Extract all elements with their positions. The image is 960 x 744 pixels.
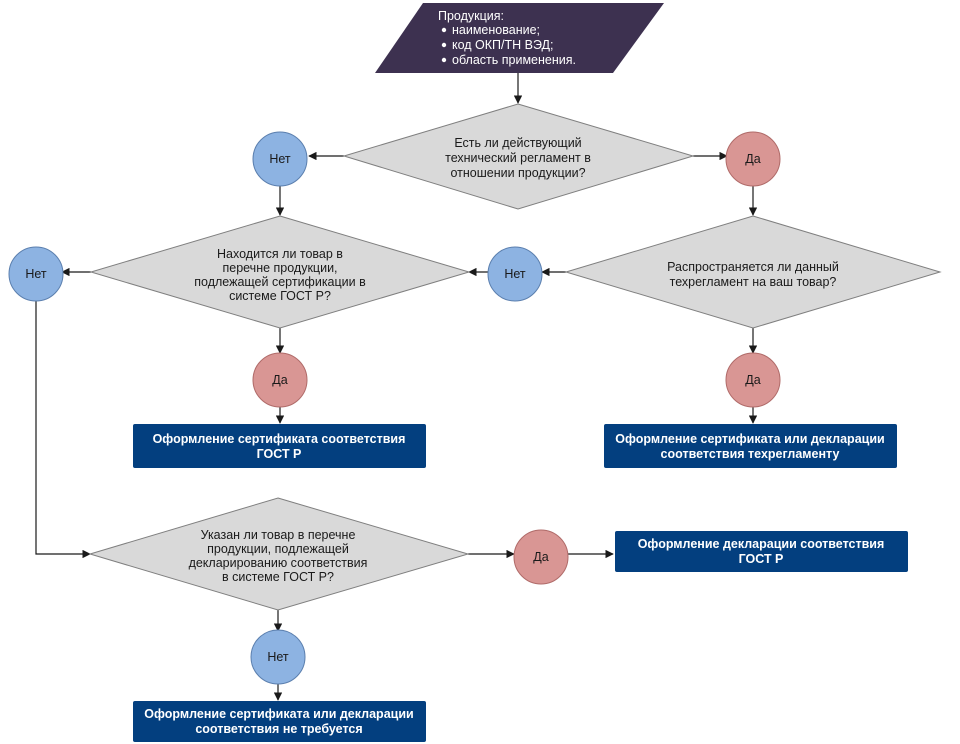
decision-line: технический регламент в <box>445 151 591 165</box>
outcome-box <box>133 701 426 742</box>
outcome-line: соответствия не требуется <box>195 722 362 736</box>
answer-circle <box>252 131 308 187</box>
answer-no-1: Нет <box>252 131 308 187</box>
decision-line: отношении продукции? <box>450 166 585 180</box>
decision-diamond <box>564 215 942 329</box>
start-list: наименование; код ОКП/ТН ВЭД; область пр… <box>441 23 576 67</box>
answer-label: Нет <box>269 152 291 166</box>
answer-no-4: Нет <box>250 629 306 685</box>
answer-label: Нет <box>504 267 526 281</box>
answer-circle <box>487 246 543 302</box>
answer-circle <box>725 131 781 187</box>
outcome-gost-certificate: Оформление сертификата соответствия ГОСТ… <box>133 424 426 468</box>
decision-line: подлежащей сертификации в <box>194 275 366 289</box>
decision-diamond <box>342 103 695 210</box>
outcome-line: ГОСТ Р <box>739 552 784 566</box>
answer-circle <box>250 629 306 685</box>
answer-label: Нет <box>25 267 47 281</box>
decision-regulation-exists: Есть ли действующий технический регламен… <box>342 103 695 210</box>
answer-circle <box>513 529 569 585</box>
start-item: код ОКП/ТН ВЭД; <box>452 38 554 52</box>
outcome-line: Оформление декларации соответствия <box>638 537 885 551</box>
answer-label: Да <box>745 152 760 166</box>
bullet-icon <box>441 57 447 63</box>
decision-line: Находится ли товар в <box>217 247 343 261</box>
decision-diamond <box>88 497 470 611</box>
answer-yes-1: Да <box>725 131 781 187</box>
answer-circle <box>8 246 64 302</box>
connector-no2-d4 <box>35 298 91 559</box>
answer-yes-3: Да <box>725 352 781 408</box>
decision-line: Распространяется ли данный <box>667 260 839 274</box>
decision-regulation-applies: Распространяется ли данный техрегламент … <box>564 215 942 329</box>
decision-line: перечне продукции, <box>222 261 337 275</box>
start-node: Продукция: наименование; код ОКП/ТН ВЭД;… <box>375 3 664 73</box>
outcome-line: Оформление сертификата или декларации <box>615 432 884 446</box>
decision-line: в системе ГОСТ Р? <box>222 570 334 584</box>
outcome-line: Оформление сертификата соответствия <box>153 432 406 446</box>
connectors <box>35 73 758 701</box>
outcome-box <box>133 424 426 468</box>
outcome-not-required: Оформление сертификата или декларации со… <box>133 701 426 742</box>
answer-label: Да <box>272 373 287 387</box>
outcome-gost-declaration: Оформление декларации соответствия ГОСТ … <box>615 531 908 572</box>
decision-line: Указан ли товар в перечне <box>201 528 356 542</box>
decision-line: системе ГОСТ Р? <box>229 289 331 303</box>
decision-diamond <box>89 215 471 329</box>
decision-line: Есть ли действующий <box>454 136 581 150</box>
start-item: наименование; <box>452 23 540 37</box>
answer-yes-4: Да <box>513 529 569 585</box>
decision-gost-declaration: Указан ли товар в перечне продукции, под… <box>88 497 470 611</box>
decision-line: декларированию соответствия <box>189 556 368 570</box>
answer-label: Да <box>533 550 548 564</box>
answer-yes-2: Да <box>252 352 308 408</box>
bullet-icon <box>441 42 447 48</box>
outcome-box <box>615 531 908 572</box>
outcome-line: соответствия техрегламенту <box>661 447 840 461</box>
start-title: Продукция: <box>438 9 504 23</box>
outcome-techreg-certificate: Оформление сертификата или декларации со… <box>604 424 897 468</box>
answer-label: Нет <box>267 650 289 664</box>
answer-label: Да <box>745 373 760 387</box>
outcome-line: Оформление сертификата или декларации <box>144 707 413 721</box>
outcome-line: ГОСТ Р <box>257 447 302 461</box>
decision-line: техрегламент на ваш товар? <box>670 275 837 289</box>
answer-no-3: Нет <box>487 246 543 302</box>
answer-circle <box>252 352 308 408</box>
outcome-box <box>604 424 897 468</box>
answer-circle <box>725 352 781 408</box>
decision-line: продукции, подлежащей <box>207 542 349 556</box>
start-item: область применения. <box>452 53 576 67</box>
answer-no-2: Нет <box>8 246 64 302</box>
bullet-icon <box>441 27 447 33</box>
decision-gost-certification: Находится ли товар в перечне продукции, … <box>89 215 471 329</box>
start-parallelogram <box>375 3 664 73</box>
